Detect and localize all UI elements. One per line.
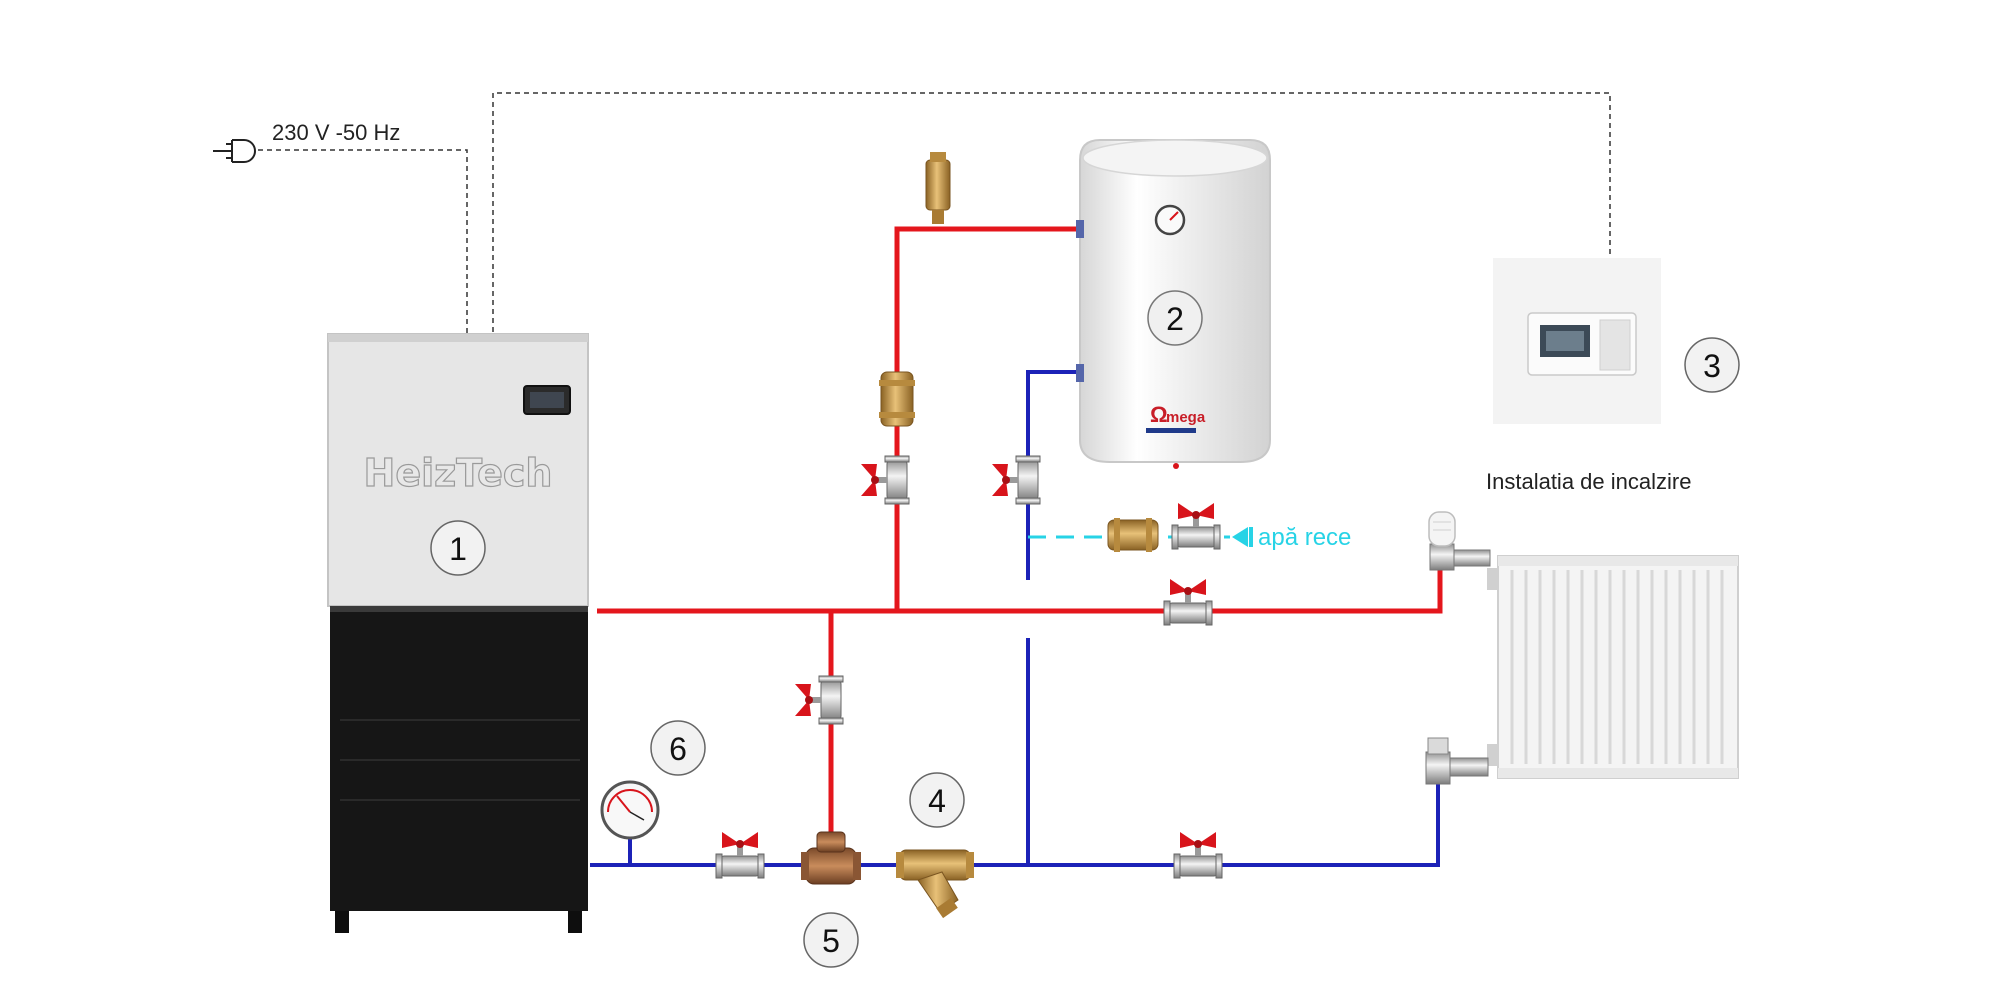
water-tank-marker (1147, 290, 1203, 346)
ball-valve-tank-cold (991, 455, 1041, 505)
radiator (1487, 555, 1739, 779)
room-thermostat (1493, 258, 1661, 424)
boiler: HeizTech 1 (327, 333, 589, 933)
thermomanometer-marker-number: 6 (669, 731, 687, 767)
cold-water-inlet-arrow-icon (1232, 527, 1248, 547)
strainer-marker-number: 4 (928, 783, 946, 819)
ball-valve-cold-water (1171, 502, 1221, 550)
ball-valve-bypass (794, 675, 844, 725)
check-valve-hot (879, 371, 915, 427)
tank-logo: mega (1166, 409, 1206, 426)
ball-valve-tank-hot (860, 455, 910, 505)
tank-hot-outlet-pipe (894, 226, 1080, 611)
cold-water-inlet-bar (1249, 527, 1253, 547)
return-pipes (590, 370, 1440, 867)
boiler-lower-cabinet (330, 606, 588, 911)
y-strainer (896, 849, 974, 919)
strainer-marker (909, 772, 965, 828)
automatic-air-vent (925, 152, 951, 224)
return-main-pipe (590, 784, 1440, 867)
power-label: 230 V -50 Hz (272, 120, 400, 145)
boiler-marker (430, 520, 486, 576)
power-supply-wire (258, 149, 468, 395)
radiator-lockshield-valve (1425, 737, 1489, 785)
boiler-brand: HeizTech (364, 451, 553, 495)
radiator-thermostatic-valve (1428, 511, 1491, 571)
water-tank-marker-number: 2 (1166, 301, 1184, 337)
mixing-valve (801, 831, 861, 885)
thermostat-marker (1684, 337, 1740, 393)
thermomanometer-marker (650, 720, 706, 776)
mixing-valve-marker-number: 5 (822, 923, 840, 959)
tank-cold-inlet-pipe (1026, 370, 1080, 580)
thermostat-control-wire (492, 92, 1611, 395)
ball-valve-radiator-return (1173, 831, 1223, 879)
cold-water-check-valve (1107, 518, 1159, 552)
power-plug-icon (213, 139, 256, 163)
supply-main-pipe (597, 560, 1443, 614)
boiler-marker-number: 1 (449, 531, 467, 567)
tank-logo-initial: Ω (1150, 402, 1168, 427)
water-tank: 2 Ω mega (1076, 139, 1271, 469)
mixing-valve-marker (803, 912, 859, 968)
thermostat-marker-number: 3 (1703, 348, 1721, 384)
cold-water-label: apă rece (1258, 524, 1351, 551)
heating-installation-label: Instalatia de incalzire (1486, 469, 1691, 494)
thermomanometer (600, 780, 660, 840)
control-wires (258, 92, 1611, 395)
ball-valve-boiler-return (715, 831, 765, 879)
ball-valve-radiator-supply (1163, 578, 1213, 626)
